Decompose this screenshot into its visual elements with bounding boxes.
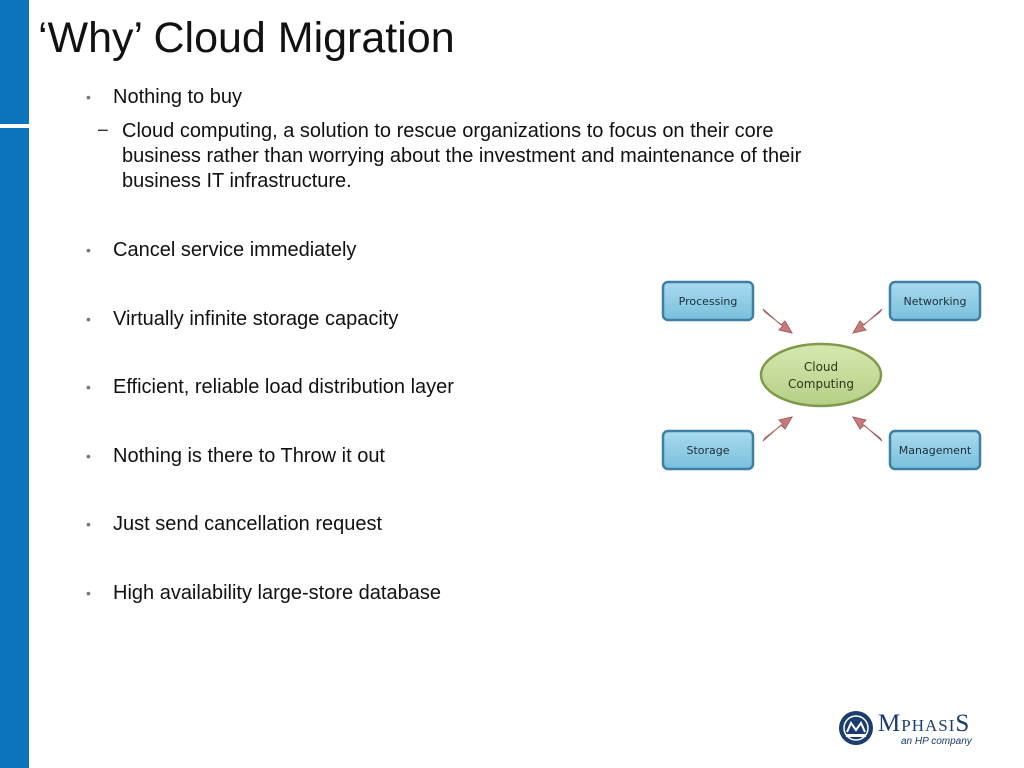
node-processing: Processing <box>661 280 755 322</box>
bullet-dot-icon: • <box>86 89 91 105</box>
bullet-item: • Nothing is there to Throw it out <box>84 444 864 468</box>
arrow-icon <box>851 416 883 442</box>
center-label-line1: Cloud <box>804 360 838 374</box>
center-node: Cloud Computing <box>759 342 883 408</box>
bullet-text: Virtually infinite storage capacity <box>113 308 399 330</box>
bullet-item: • High availability large-store database <box>84 581 864 605</box>
sidebar-notch <box>0 124 29 128</box>
bullet-text: Nothing to buy <box>113 86 242 108</box>
logo-emblem-icon <box>839 711 873 745</box>
center-label-line2: Computing <box>788 377 854 391</box>
sub-bullet-item: − Cloud computing, a solution to rescue … <box>84 119 842 194</box>
cloud-diagram: Processing Networking Storage Management… <box>661 280 982 471</box>
bullet-dot-icon: • <box>86 516 91 532</box>
bullet-dot-icon: • <box>86 585 91 601</box>
bullet-dot-icon: • <box>86 311 91 327</box>
bullet-text: Efficient, reliable load distribution la… <box>113 376 454 398</box>
bullet-dot-icon: • <box>86 379 91 395</box>
bullet-dot-icon: • <box>86 448 91 464</box>
bullet-item: • Cancel service immediately <box>84 238 864 262</box>
dash-icon: − <box>97 120 109 142</box>
node-storage-label: Storage <box>686 444 729 457</box>
company-logo: MPHASIS an HP company <box>838 708 983 753</box>
arrow-icon <box>762 308 794 334</box>
bullet-item: • Just send cancellation request <box>84 512 864 536</box>
bullet-dot-icon: • <box>86 242 91 258</box>
logo-tagline: an HP company <box>901 736 972 747</box>
bullet-text: High availability large-store database <box>113 582 441 604</box>
bullet-text: Just send cancellation request <box>113 513 383 535</box>
bullet-text: Cancel service immediately <box>113 239 357 261</box>
arrow-icon <box>762 416 794 442</box>
bullet-list: • Nothing to buy − Cloud computing, a so… <box>84 85 864 605</box>
sub-bullet-text: Cloud computing, a solution to rescue or… <box>122 120 802 192</box>
arrow-icon <box>851 308 883 334</box>
sidebar-bar <box>0 0 29 768</box>
bullet-item: • Virtually infinite storage capacity <box>84 307 864 331</box>
bullet-item: • Nothing to buy − Cloud computing, a so… <box>84 85 864 194</box>
node-processing-label: Processing <box>679 295 738 308</box>
bullet-item: • Efficient, reliable load distribution … <box>84 375 864 399</box>
node-management-label: Management <box>899 444 972 457</box>
node-storage: Storage <box>661 429 755 471</box>
slide-title: ‘Why’ Cloud Migration <box>38 14 455 62</box>
bullet-text: Nothing is there to Throw it out <box>113 445 385 467</box>
logo-wordmark: MPHASIS <box>878 710 971 737</box>
node-management: Management <box>888 429 982 471</box>
node-networking-label: Networking <box>904 295 967 308</box>
node-networking: Networking <box>888 280 982 322</box>
